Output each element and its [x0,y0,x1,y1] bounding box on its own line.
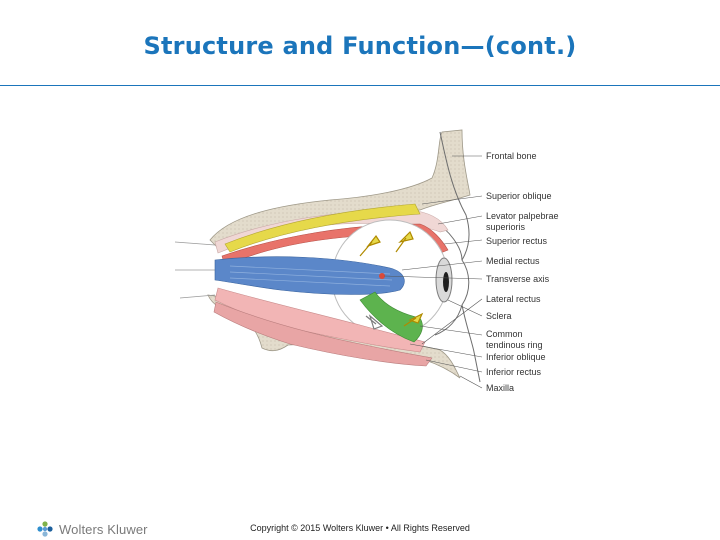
label-tendinous-ring: tendinous ring [486,340,543,350]
label-sclera: Sclera [486,311,512,321]
arrow-inferior-rectus [365,314,384,330]
label-common: Common [486,329,523,339]
slide-title: Structure and Function—(cont.) [143,32,577,60]
label-maxilla: Maxilla [486,383,514,393]
label-medial-rectus: Medial rectus [486,256,540,266]
leader-lines [383,155,483,389]
arrow-superior-oblique [395,230,414,253]
pupil [443,272,449,292]
inferior-rectus-muscle [213,301,433,367]
wolters-kluwer-logo: Wolters Kluwer [36,519,148,539]
wolters-kluwer-logo-icon [37,521,53,537]
optic-apex-lines [174,241,216,299]
eye-muscles-diagram: Frontal bone Superior oblique Levator pa… [174,129,559,393]
label-lateral-rectus: Lateral rectus [486,294,541,304]
arrow-inferior-oblique [403,312,424,327]
label-superior-rectus: Superior rectus [486,236,548,246]
transverse-axis-point [379,273,385,279]
label-superior-oblique: Superior oblique [486,191,552,201]
label-inferior-oblique: Inferior oblique [486,352,546,362]
inferior-oblique-muscle [359,291,423,343]
title-divider [0,85,720,86]
medial-rectus-fibers [229,265,393,287]
copyright-text: Copyright © 2015 Wolters Kluwer • All Ri… [250,523,470,533]
superior-oblique-muscle [224,203,421,253]
label-superioris: superioris [486,222,526,232]
logo-text: Wolters Kluwer [59,521,148,537]
label-levator-palpebrae: Levator palpebrae [486,211,559,221]
arrow-superior-rectus [359,234,381,257]
label-transverse-axis: Transverse axis [486,274,550,284]
lower-eyelid [434,304,463,336]
label-inferior-rectus: Inferior rectus [486,367,542,377]
label-frontal-bone: Frontal bone [486,151,537,161]
